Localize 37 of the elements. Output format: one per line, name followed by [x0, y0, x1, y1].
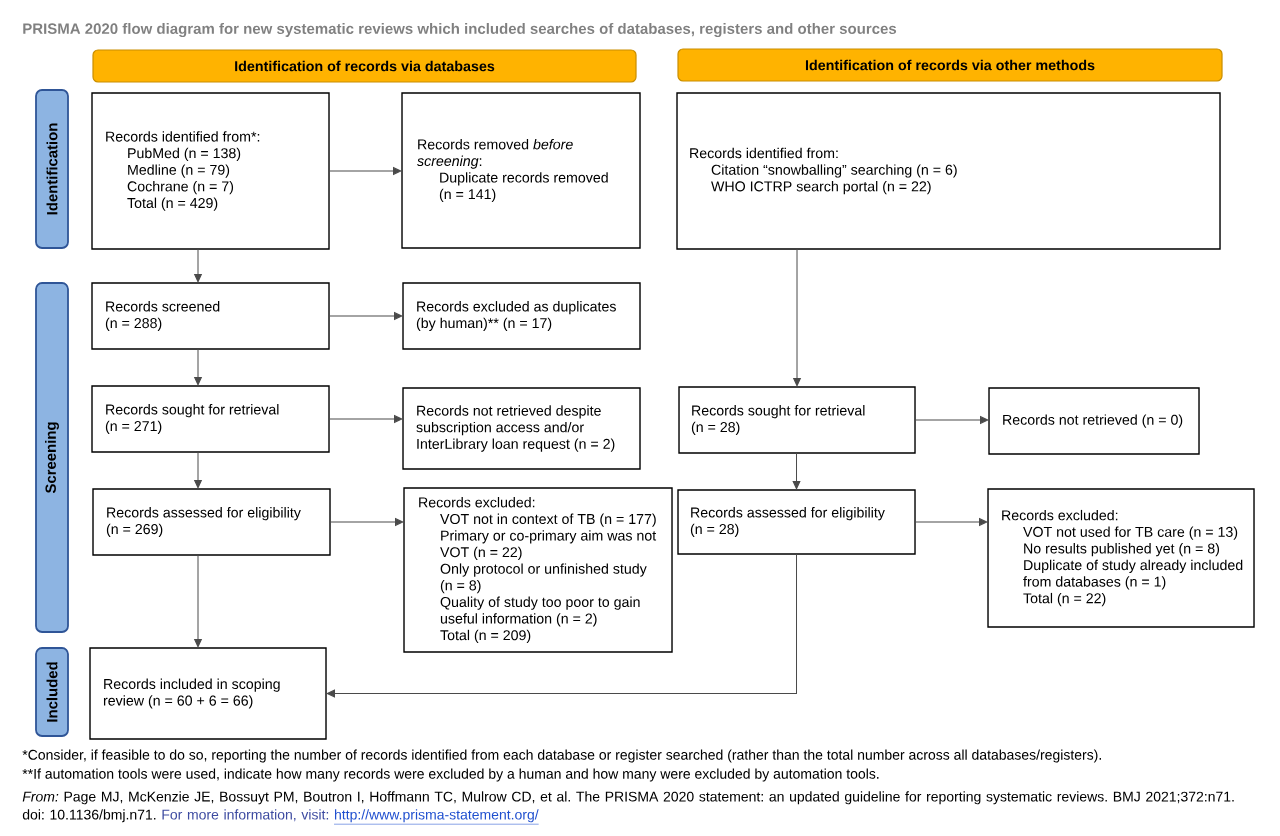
- link: http://www.prisma-statement.org/: [333, 809, 539, 825]
- arrow: [914, 518, 988, 526]
- arrow: [329, 518, 404, 526]
- process-box: Records excluded: VOT not in context of TB (n = 177) Primary or co-primary aim was not VOT (n = 22) Only protocol or unfinished study (n = 8) Quality of study too poor to gain useful information (n = 2) Total (n = 209): [403, 487, 673, 653]
- process-box: Records excluded: VOT not used for TB care (n = 13) No results published yet (n = 8) Duplicate of study already included from databases (n = 1) Total (n = 22): [987, 488, 1255, 628]
- arrow: [328, 415, 403, 423]
- footnote: *Consider, if feasible to do so, reporting the number of records identified from each database or register searched (rather than the total number across all databases/registers).: [22, 749, 1101, 763]
- title: PRISMA 2020 flow diagram for new systematic reviews which included searches of databases, registers and other sources: [23, 22, 897, 38]
- section-header: Identification of records via other methods: [677, 48, 1223, 82]
- process-box: Records excluded as duplicates (by human)** (n = 17): [402, 282, 641, 350]
- arrow: [793, 248, 801, 387]
- process-box: Records assessed for eligibility (n = 269): [92, 488, 331, 556]
- arrow: [194, 554, 202, 648]
- process-box: Records not retrieved (n = 0): [988, 387, 1200, 455]
- arrow: [326, 553, 797, 698]
- arrow: [194, 451, 202, 489]
- footnote: **If automation tools were used, indicate how many records were excluded by a human and how many were excluded by automation tools.: [22, 768, 879, 782]
- arrow: [328, 167, 402, 175]
- process-box: Records screened (n = 288): [91, 282, 330, 350]
- process-box: Records assessed for eligibility (n = 28): [677, 489, 916, 555]
- stage-band: Screening: [35, 282, 69, 633]
- stage-band: Identification: [35, 89, 69, 249]
- process-box: Records identified from: Citation “snowballing” searching (n = 6) WHO ICTRP search portal (n = 22): [676, 92, 1221, 250]
- arrow: [914, 416, 989, 424]
- process-box: Records sought for retrieval (n = 271): [91, 385, 330, 453]
- process-box: Records sought for retrieval (n = 28): [678, 386, 916, 454]
- arrow: [194, 348, 202, 386]
- stage-band: Included: [35, 647, 69, 737]
- citation-text: From: Page MJ, McKenzie JE, Bossuyt PM, Boutron I, Hoffmann TC, Mulrow CD, et al. The PRISMA 2020 statement: an updated guideline for reporting systematic reviews. BMJ 2021;372:n71. doi: 10.1136/bmj.n71. For more information, visit: http://www.prisma-statement.org/: [22, 791, 1234, 825]
- process-box: Records removed before screening: Duplicate records removed (n = 141): [401, 92, 641, 249]
- process-box: Records included in scoping review (n = 60 + 6 = 66): [89, 647, 327, 740]
- process-box: Records not retrieved despite subscription access and/or InterLibrary loan request (n = 2): [402, 387, 641, 470]
- process-box: Records identified from*: PubMed (n = 138) Medline (n = 79) Cochrane (n = 7) Total (n = 429): [91, 92, 330, 250]
- arrow: [194, 248, 202, 283]
- section-header: Identification of records via databases: [92, 49, 637, 83]
- arrow: [328, 312, 403, 320]
- arrow: [792, 452, 801, 490]
